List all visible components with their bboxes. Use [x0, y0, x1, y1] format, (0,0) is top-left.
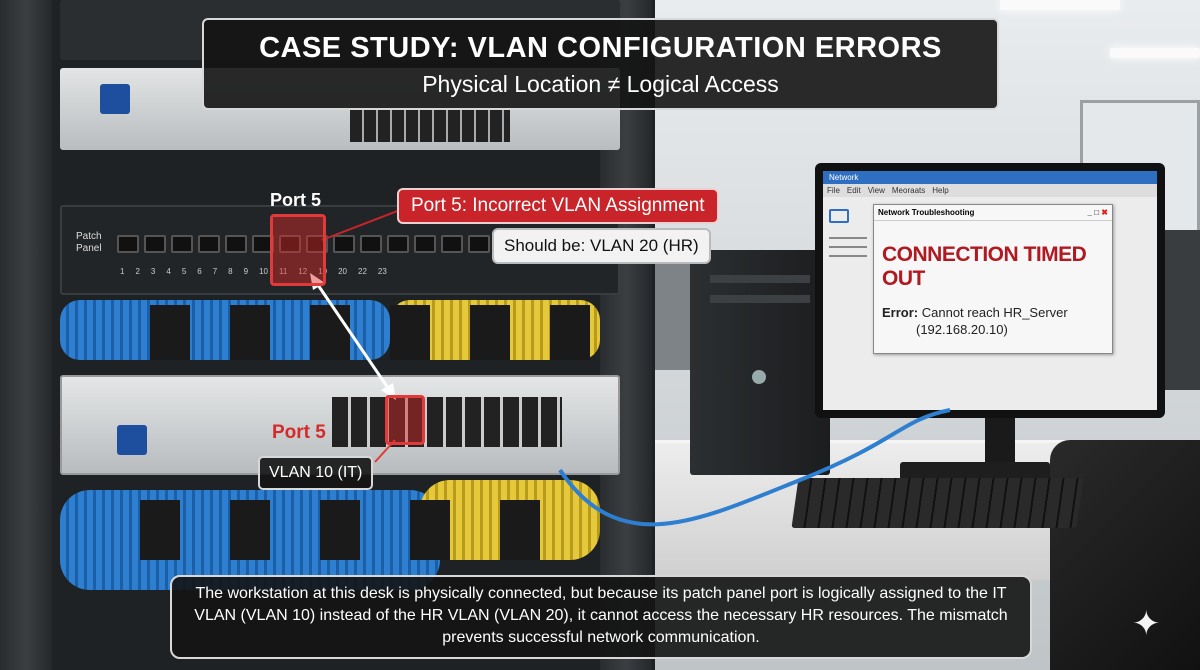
monitor-stand: [985, 418, 1015, 468]
error-label: Error:: [882, 305, 919, 320]
sparkle-icon: ✦: [1132, 605, 1161, 643]
patch-port[interactable]: [144, 235, 166, 253]
switch-port-label: Port 5: [272, 422, 326, 443]
menu-file[interactable]: File: [827, 186, 840, 195]
patch-port[interactable]: [360, 235, 382, 253]
page-subtitle: Physical Location ≠ Logical Access: [422, 71, 779, 97]
error-heading: CONNECTION TIMED OUT: [882, 243, 1087, 290]
menu-edit[interactable]: Edit: [846, 186, 861, 195]
workstation-cable: [558, 408, 951, 527]
error-text: Cannot reach HR_Server: [921, 305, 1068, 320]
caption-box: The workstation at this desk is physical…: [170, 575, 1032, 659]
minimize-icon[interactable]: _: [1087, 208, 1092, 217]
patch-port[interactable]: [333, 235, 355, 253]
incorrect-vlan-callout: Port 5: Incorrect VLAN Assignment: [397, 188, 719, 224]
monitor-screen: Network File Edit View Meoraats Help Network…: [823, 171, 1157, 410]
vlan-10-label: VLAN 10 (IT): [258, 456, 374, 490]
patch-port[interactable]: [279, 235, 301, 253]
patch-port-5-highlight[interactable]: [270, 214, 326, 286]
switch-port-5-highlight[interactable]: [385, 395, 425, 445]
maximize-icon[interactable]: □: [1094, 208, 1100, 217]
should-be-callout: Should be: VLAN 20 (HR): [492, 228, 711, 264]
patch-port[interactable]: [198, 235, 220, 253]
computer-tower: [690, 250, 830, 475]
list-icon: [829, 237, 867, 263]
patch-port[interactable]: [117, 235, 139, 253]
app-menubar: File Edit View Meoraats Help: [823, 184, 1157, 197]
patch-port[interactable]: [414, 235, 436, 253]
app-titlebar: Network: [823, 171, 1157, 184]
callout-leader: [321, 209, 401, 241]
port-link-arrow: [316, 284, 390, 389]
troubleshooting-dialog: Network Troubleshooting _ □ ✖ CONNECTION…: [873, 204, 1113, 354]
patch-port[interactable]: [225, 235, 247, 253]
patch-port[interactable]: [387, 235, 409, 253]
ceiling-light: [1000, 0, 1120, 10]
patch-port[interactable]: [468, 235, 490, 253]
error-ip: (192.168.20.10): [916, 322, 1008, 337]
switch-ports[interactable]: [332, 397, 562, 447]
cable-managers: [90, 500, 590, 560]
patch-port[interactable]: [171, 235, 193, 253]
menu-view[interactable]: View: [867, 186, 885, 195]
title-banner: CASE STUDY: VLAN CONFIGURATION ERRORS Ph…: [202, 18, 999, 110]
ceiling-light: [1110, 48, 1200, 58]
background-cubicle: [650, 250, 690, 370]
patch-panel-label: Patch Panel: [76, 231, 102, 254]
page-title: CASE STUDY: VLAN CONFIGURATION ERRORS: [259, 32, 942, 64]
menu-meoraats[interactable]: Meoraats: [891, 186, 926, 195]
dialog-title: Network Troubleshooting: [878, 208, 975, 217]
patch-port[interactable]: [252, 235, 274, 253]
patch-port-label: Port 5: [270, 190, 322, 210]
menu-help[interactable]: Help: [932, 186, 949, 195]
patch-port[interactable]: [441, 235, 463, 253]
monitor: Network File Edit View Meoraats Help Network…: [815, 163, 1165, 418]
close-icon[interactable]: ✖: [1101, 208, 1108, 217]
computer-icon: [829, 209, 849, 223]
